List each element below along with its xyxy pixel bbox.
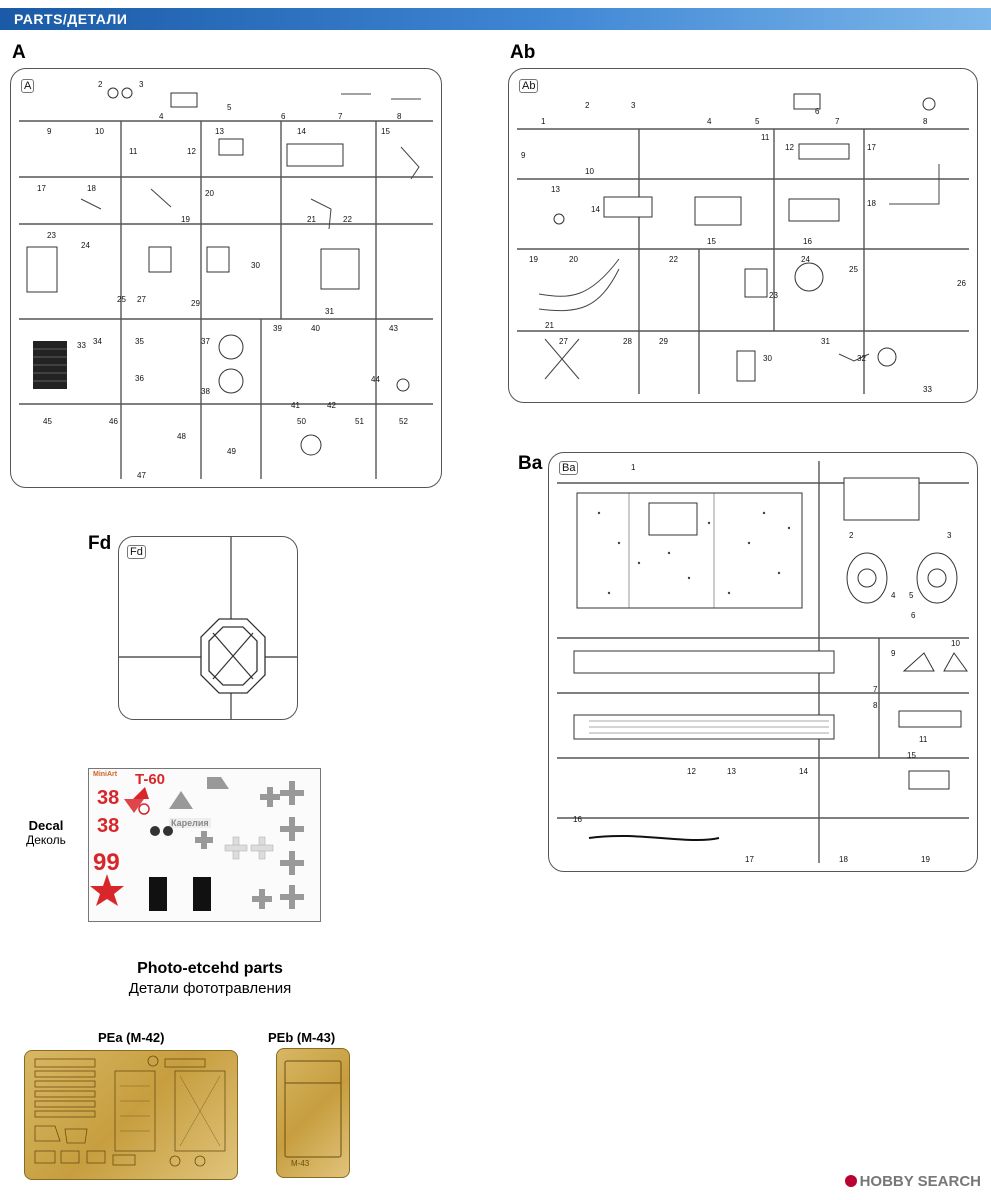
decal-word: Карелия: [169, 818, 211, 828]
pea-label: PEa (M-42): [98, 1030, 165, 1045]
decal-brand: MiniArt: [93, 771, 118, 778]
peb-mark: M-43: [291, 1159, 310, 1168]
sprue-fd-label: Fd: [88, 533, 112, 554]
sprue-ba-tag: Ba: [559, 461, 579, 475]
decal-sheet: MiniArt T-60 38 38 99 Карелия: [88, 768, 321, 922]
hobby-search-watermark: HOBBY SEARCH: [844, 1173, 981, 1190]
peb-fret: M-43: [276, 1048, 350, 1178]
decal-number-1: 38: [97, 787, 120, 809]
sprue-ab-label: Ab: [510, 42, 536, 63]
sprue-ab-drawing: [517, 93, 969, 394]
sprue-a: A: [10, 68, 442, 488]
decal-number-2: 38: [97, 815, 120, 837]
sprue-fd: Fd: [118, 536, 298, 720]
sprue-ab-tag: Ab: [519, 79, 539, 93]
sprue-a-label: A: [12, 42, 26, 63]
sprue-fd-drawing: [119, 537, 297, 719]
decal-drawing: [90, 777, 304, 911]
decal-label-en: Decal: [28, 818, 64, 833]
sprue-a-tag: A: [21, 79, 35, 93]
header-bar: PARTS/ДЕТАЛИ: [0, 8, 991, 30]
decal-label: Decal Деколь: [16, 818, 76, 847]
sprue-ba-label: Ba: [518, 453, 543, 474]
sprue-a-drawing: [19, 87, 433, 479]
photo-etched-title-en: Photo-etcehd parts: [137, 960, 283, 977]
sprue-fd-tag: Fd: [127, 545, 146, 559]
decal-title: T-60: [135, 771, 166, 788]
sprue-ba: Ba: [548, 452, 978, 872]
sprue-ab: Ab: [508, 68, 978, 403]
page-title: PARTS/ДЕТАЛИ: [14, 11, 128, 27]
watermark-icon: [844, 1175, 857, 1187]
watermark-text: HOBBY SEARCH: [859, 1173, 981, 1190]
photo-etched-title-ru: Детали фототравления: [128, 980, 292, 997]
photo-etched-heading: Photo-etcehd parts Детали фототравления: [10, 960, 410, 997]
peb-label: PEb (M-43): [268, 1030, 336, 1045]
decal-number-3: 99: [93, 849, 120, 876]
pea-fret: [24, 1050, 238, 1180]
decal-label-ru: Деколь: [26, 833, 66, 847]
peb-fret-drawing: [284, 1060, 342, 1158]
sprue-ba-drawing: [557, 461, 969, 863]
pea-fret-drawing: [34, 1055, 226, 1167]
